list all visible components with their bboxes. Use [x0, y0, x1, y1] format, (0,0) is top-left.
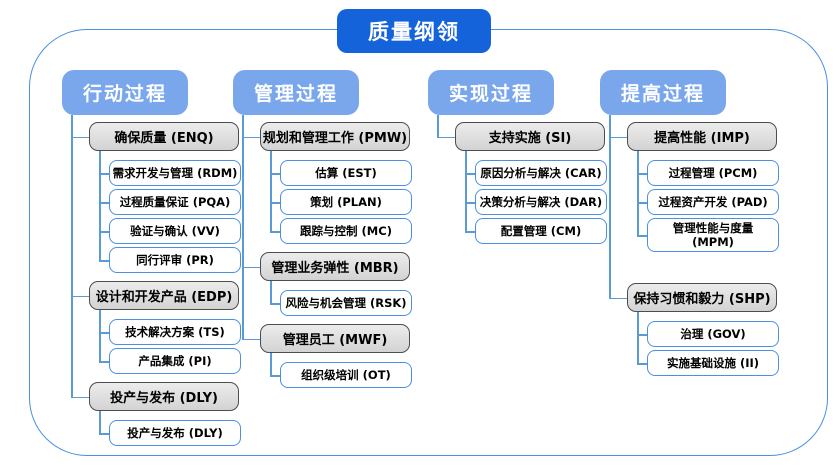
connector-line [270, 231, 280, 233]
connector-line [99, 260, 109, 262]
connector-line [99, 332, 109, 334]
connector-line [99, 151, 101, 260]
connector-line [242, 136, 260, 138]
group-node: 管理员工 (MWF) [260, 324, 410, 353]
connector-line [242, 115, 244, 339]
connector-line [637, 151, 639, 235]
column-header: 提高过程 [600, 70, 726, 115]
connector-line [637, 334, 647, 336]
leaf-node: 配置管理 (CM) [475, 218, 607, 244]
leaf-node: 过程管理 (PCM) [647, 160, 779, 186]
leaf-node: 原因分析与解决 (CAR) [475, 160, 607, 186]
group-node: 设计和开发产品 (EDP) [89, 281, 239, 310]
connector-line [99, 173, 109, 175]
column-header: 管理过程 [233, 70, 359, 115]
group-node: 提高性能 (IMP) [627, 122, 777, 151]
connector-line [270, 375, 280, 377]
leaf-node: 产品集成 (PI) [109, 348, 241, 374]
leaf-node: 治理 (GOV) [647, 321, 779, 347]
connector-line [465, 231, 475, 233]
connector-line [99, 231, 109, 233]
connector-line [637, 235, 647, 237]
connector-line [99, 411, 101, 433]
leaf-node: 决策分析与解决 (DAR) [475, 189, 607, 215]
leaf-node: 管理性能与度量 (MPM) [647, 218, 779, 252]
connector-line [637, 312, 639, 363]
connector-line [609, 297, 627, 299]
connector-line [437, 115, 439, 137]
connector-line [637, 363, 647, 365]
connector-line [99, 361, 109, 363]
connector-line [242, 266, 260, 268]
leaf-node: 投产与发布 (DLY) [109, 420, 241, 446]
group-node: 确保质量 (ENQ) [89, 122, 239, 151]
connector-line [270, 151, 272, 231]
connector-line [270, 353, 272, 375]
connector-line [71, 396, 89, 398]
leaf-node: 实施基础设施 (II) [647, 350, 779, 376]
diagram-title: 质量纲领 [337, 9, 491, 53]
connector-line [609, 136, 627, 138]
connector-line [637, 173, 647, 175]
column-header: 行动过程 [62, 70, 188, 115]
connector-line [270, 303, 280, 305]
connector-line [270, 173, 280, 175]
connector-line [99, 433, 109, 435]
leaf-node: 需求开发与管理 (RDM) [109, 160, 241, 186]
connector-line [242, 338, 260, 340]
leaf-node: 过程资产开发 (PAD) [647, 189, 779, 215]
column-header: 实现过程 [428, 70, 554, 115]
leaf-node: 同行评审 (PR) [109, 247, 241, 273]
leaf-node: 技术解决方案 (TS) [109, 319, 241, 345]
connector-line [99, 202, 109, 204]
connector-line [71, 295, 89, 297]
leaf-node: 过程质量保证 (PQA) [109, 189, 241, 215]
connector-line [270, 281, 272, 303]
leaf-node: 验证与确认 (VV) [109, 218, 241, 244]
group-node: 支持实施 (SI) [455, 122, 605, 151]
leaf-node: 策划 (PLAN) [280, 189, 412, 215]
leaf-node: 估算 (EST) [280, 160, 412, 186]
connector-line [465, 173, 475, 175]
connector-line [71, 115, 73, 397]
connector-line [71, 136, 89, 138]
connector-line [609, 115, 611, 298]
leaf-node: 风险与机会管理 (RSK) [280, 290, 412, 316]
connector-line [437, 136, 455, 138]
connector-line [99, 310, 101, 361]
group-node: 规划和管理工作 (PMW) [260, 122, 410, 151]
connector-line [637, 202, 647, 204]
connector-line [465, 202, 475, 204]
leaf-node: 跟踪与控制 (MC) [280, 218, 412, 244]
group-node: 保持习惯和毅力 (SHP) [627, 283, 777, 312]
group-node: 投产与发布 (DLY) [89, 382, 239, 411]
leaf-node: 组织级培训 (OT) [280, 362, 412, 388]
connector-line [270, 202, 280, 204]
group-node: 管理业务弹性 (MBR) [260, 252, 410, 281]
connector-line [465, 151, 467, 231]
